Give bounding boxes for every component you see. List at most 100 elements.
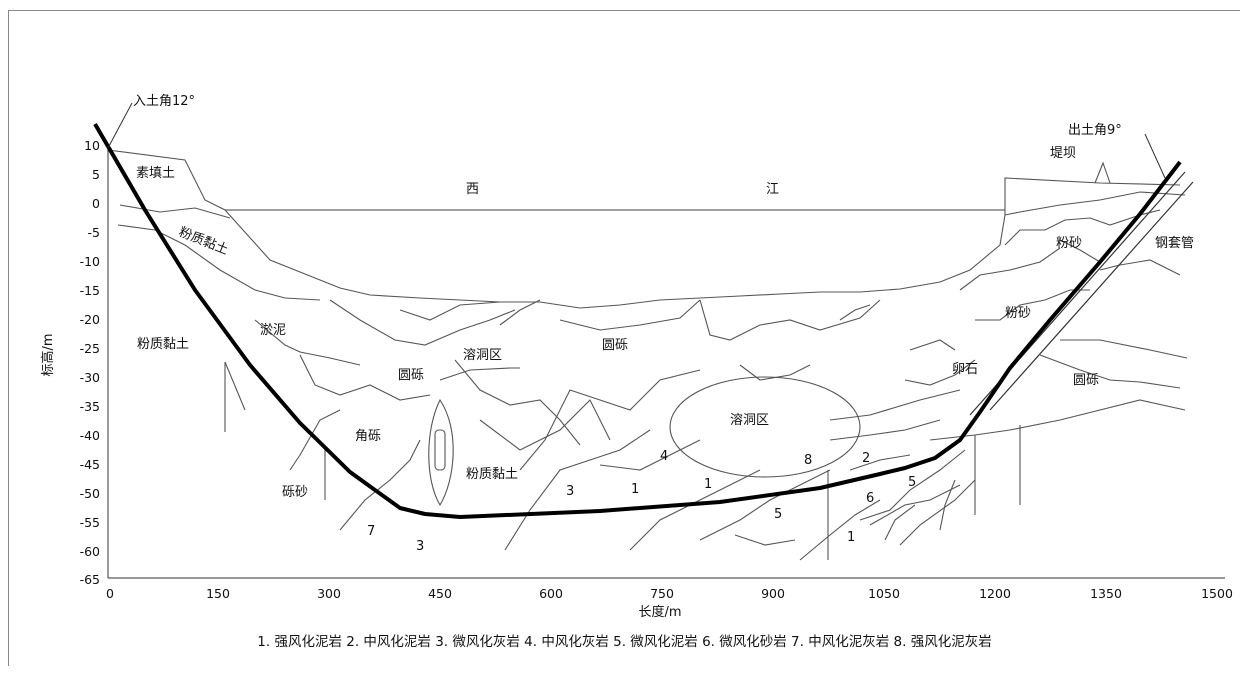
layer-boundary [929,399,1186,441]
layer-boundary [1004,209,1161,246]
steel-casing-line [989,181,1194,411]
bank-line [1004,191,1186,216]
layer-boundary [504,429,651,551]
x-tick: 1500 [1201,586,1233,601]
rock-number: 5 [774,507,782,522]
layer-boundary [559,299,701,331]
x-axis-title: 长度/m [638,604,681,620]
x-tick: 1350 [1090,586,1122,601]
layer-label-gravel-round: 圆砾 [602,338,628,353]
layer-boundary [959,247,1061,291]
layer-boundary [1039,354,1181,389]
layer-label-karst-zone: 溶洞区 [463,348,502,363]
exit-angle-label: 出土角9° [1068,123,1122,138]
layer-boundary [904,359,976,386]
y-axis-title: 标高/m [40,333,56,376]
layer-boundary [299,354,431,401]
layer-label-pebble: 卵石 [952,362,978,377]
layer-boundary [119,204,231,219]
layer-boundary [739,364,811,381]
x-tick: 1200 [979,586,1011,601]
layer-boundary [829,419,941,441]
x-tick: 900 [761,586,785,601]
rock-number: 3 [566,484,574,499]
layer-label-silty-clay: 粉质黏土 [466,466,518,482]
karst-zone-ellipse [669,376,861,478]
layer-boundary [254,319,361,366]
y-tick: -40 [80,428,100,443]
y-tick: -35 [80,399,100,414]
y-tick: -25 [80,341,100,356]
y-tick: -10 [80,254,100,269]
y-tick: -30 [80,370,100,385]
y-tick: 10 [84,138,100,153]
layer-label-gravel-round: 圆砾 [1073,373,1099,388]
layer-boundary [289,409,341,471]
y-tick: -55 [80,515,100,530]
layer-boundary [329,299,516,346]
layer-boundary [1099,259,1181,276]
rock-number: 4 [660,449,668,464]
layer-boundary [224,361,246,411]
rock-number: 1 [847,530,855,545]
layer-boundary [499,299,541,326]
layer-boundary [799,499,881,561]
pipeline-trajectory [93,122,1182,519]
exit-angle-leader [1144,133,1166,179]
steel-casing-label: 钢套管 [1155,235,1194,251]
layer-boundary [599,439,701,471]
layer-label-karst-zone: 溶洞区 [730,413,769,428]
y-tick: -65 [80,572,100,587]
ground-surface-line [107,149,1181,309]
x-tick: 150 [206,586,230,601]
karst-lens-left [428,398,454,507]
y-tick: -15 [80,283,100,298]
y-tick: 5 [92,167,100,182]
layer-label-silt: 淤泥 [260,323,286,338]
rock-number: 6 [866,491,874,506]
layer-boundary [339,439,421,531]
layer-boundary [699,299,881,341]
rock-number: 8 [804,453,812,468]
layer-boundary [939,479,956,531]
layer-boundary [454,359,581,446]
layer-boundary [629,469,761,551]
layer-boundary [899,479,976,546]
layer-boundary [479,399,611,451]
rock-number: 7 [367,524,375,539]
layer-boundary [1060,339,1188,359]
entry-angle-label: 入土角12° [133,94,195,109]
y-tick: -5 [88,225,100,240]
layer-boundary [869,484,961,526]
y-tick: -45 [80,457,100,472]
y-tick: -20 [80,312,100,327]
rock-type-legend: 1. 强风化泥岩 2. 中风化泥岩 3. 微风化灰岩 4. 中风化灰岩 5. 微… [257,634,992,650]
layer-boundary [849,454,911,471]
x-tick: 0 [106,586,114,601]
river-label-jiang: 江 [766,182,779,197]
y-tick: -50 [80,486,100,501]
rock-number: 1 [704,477,712,492]
layer-label-gravel-sand: 砾砂 [282,485,308,500]
rock-number: 5 [908,475,916,490]
entry-angle-leader [107,102,133,149]
rock-number: 3 [416,539,424,554]
x-tick: 750 [650,586,674,601]
layer-boundary [399,301,501,321]
layer-boundary [439,367,520,381]
layer-boundary [884,504,916,541]
layer-boundary [734,534,796,546]
x-tick-labels: 0 150 300 450 600 750 900 1050 1200 1350… [106,586,1233,601]
layer-boundary [699,469,831,541]
x-tick: 600 [539,586,563,601]
figure-frame [8,10,1240,666]
river-label-west: 西 [466,182,479,197]
y-tick: -60 [80,544,100,559]
layer-boundary [519,369,701,471]
layer-label-silt-sand: 粉砂 [1005,306,1031,321]
layer-boundary [839,304,871,321]
karst-lens-inner [434,429,446,471]
x-tick: 1050 [868,586,900,601]
dam-outline [1094,161,1111,184]
rock-number: 2 [862,451,870,466]
